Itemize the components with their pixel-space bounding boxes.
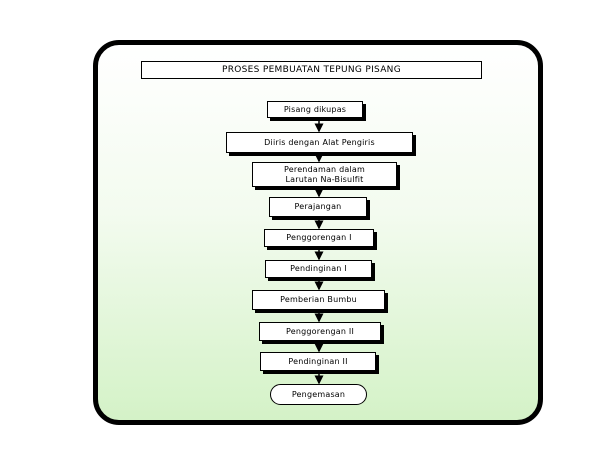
- step-penggorengan-2: Penggorengan II: [259, 322, 381, 341]
- step-pisang-dikupas: Pisang dikupas: [267, 101, 363, 118]
- step-pemberian-bumbu: Pemberian Bumbu: [252, 290, 385, 310]
- step-diiris: Diiris dengan Alat Pengiris: [226, 132, 413, 153]
- step-perajangan: Perajangan: [269, 197, 367, 217]
- step-pengemasan: Pengemasan: [270, 384, 367, 405]
- step-pendinginan-2: Pendinginan II: [260, 352, 376, 371]
- step-penggorengan-1: Penggorengan I: [264, 229, 374, 247]
- step-perendaman: Perendaman dalam Larutan Na-Bisulfit: [252, 162, 397, 187]
- diagram-title: PROSES PEMBUATAN TEPUNG PISANG: [141, 61, 482, 79]
- step-pendinginan-1: Pendinginan I: [265, 260, 372, 278]
